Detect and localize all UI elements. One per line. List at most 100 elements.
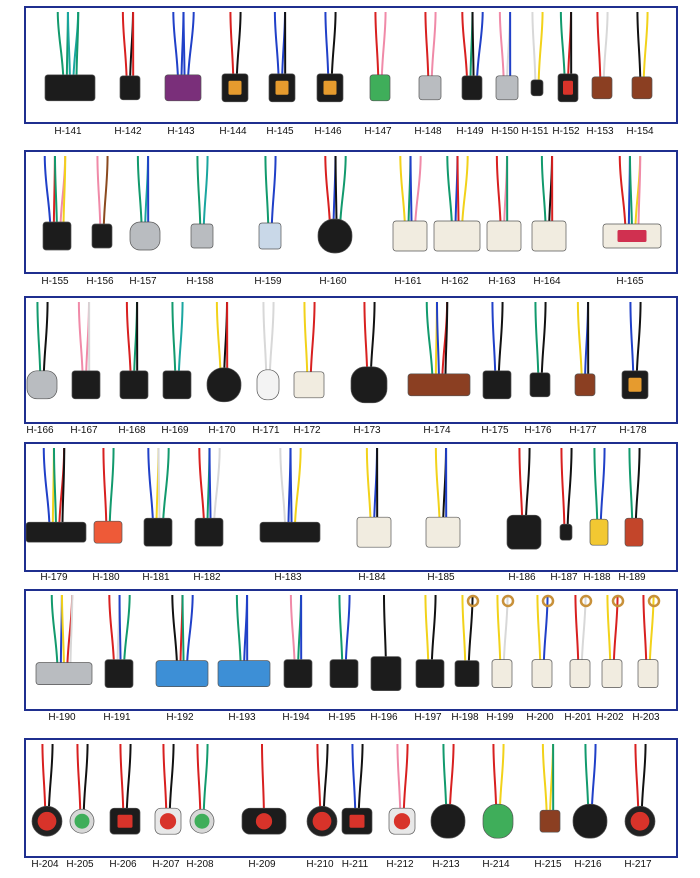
- connector-body: [589, 518, 609, 546]
- connector-h-162: [433, 155, 481, 252]
- part-code-label: H-196: [370, 712, 398, 723]
- part-code-label: H-204: [31, 859, 59, 870]
- connector-h-154: [631, 11, 653, 100]
- connector-body: [482, 370, 512, 400]
- connector-body: [190, 223, 214, 249]
- part-code-label: H-189: [618, 572, 646, 583]
- connector-body: [91, 223, 113, 249]
- connector-h-161: [392, 155, 428, 252]
- wire: [540, 301, 547, 385]
- part-code-label: H-163: [488, 276, 516, 287]
- connector-h-172: [293, 301, 325, 399]
- connector-body: [306, 805, 338, 837]
- connector-h-213: [430, 743, 466, 839]
- part-code-label: H-152: [552, 126, 580, 137]
- connector-body: [317, 218, 353, 254]
- part-code-label: H-205: [66, 859, 94, 870]
- connector-body: [495, 75, 519, 101]
- part-code-label: H-154: [626, 126, 654, 137]
- wire: [531, 11, 537, 88]
- connector-h-208: [189, 743, 215, 834]
- part-code-label: H-149: [456, 126, 484, 137]
- connector-body: [293, 371, 325, 399]
- connector-body: [637, 659, 659, 688]
- connector-body: [71, 370, 101, 400]
- connector-h-186: [506, 447, 542, 550]
- connector-body: [418, 75, 442, 101]
- connector-illustrations-row-1: [44, 11, 653, 103]
- connector-body: [572, 803, 608, 839]
- connector-h-199: [491, 594, 515, 688]
- part-code-label: H-183: [274, 572, 302, 583]
- connector-body: [531, 659, 553, 688]
- connector-h-191: [104, 594, 134, 688]
- part-code-label: H-164: [533, 276, 561, 287]
- connector-illustrations-row-4: [26, 447, 644, 550]
- connector-h-156: [91, 155, 113, 249]
- connector-h-204: [31, 743, 63, 837]
- connector-body: [283, 659, 313, 688]
- wire: [602, 11, 609, 88]
- connector-h-157: [129, 155, 161, 251]
- part-code-label: H-190: [48, 712, 76, 723]
- connector-body: [341, 807, 373, 835]
- connector-h-167: [71, 301, 101, 400]
- wire: [293, 447, 302, 533]
- ring-terminal: [647, 594, 661, 608]
- connector-body: [491, 659, 513, 688]
- part-code-label: H-199: [486, 712, 514, 723]
- connector-body: [370, 656, 402, 691]
- part-code-label: H-195: [328, 712, 356, 723]
- connector-body: [241, 807, 287, 835]
- connector-body: [486, 220, 522, 252]
- part-code-label: H-161: [394, 276, 422, 287]
- connector-h-180: [93, 447, 123, 544]
- connector-h-196: [370, 594, 402, 691]
- wire: [50, 594, 59, 674]
- connector-h-163: [486, 155, 522, 252]
- connector-h-211: [341, 743, 373, 835]
- connector-body: [454, 660, 480, 687]
- wire: [61, 594, 65, 674]
- connector-h-206: [109, 743, 141, 835]
- connector-body: [529, 372, 551, 398]
- part-code-label: H-143: [167, 126, 195, 137]
- part-code-label: H-178: [619, 425, 647, 436]
- connector-h-192: [155, 594, 209, 687]
- wire: [69, 594, 74, 674]
- connector-body: [42, 221, 72, 251]
- connector-body: [506, 514, 542, 550]
- connector-body: [631, 76, 653, 100]
- connector-h-207: [154, 743, 182, 835]
- part-code-label: H-213: [432, 859, 460, 870]
- wire: [534, 301, 540, 385]
- part-code-label: H-211: [341, 859, 369, 870]
- connector-body: [621, 370, 649, 400]
- part-code-label: H-180: [92, 572, 120, 583]
- catalog-panel-row-2: [24, 150, 678, 274]
- connector-h-158: [190, 155, 214, 249]
- connector-body: [624, 517, 644, 547]
- part-code-label: H-146: [314, 126, 342, 137]
- connector-h-217: [624, 743, 656, 837]
- wire: [541, 743, 548, 822]
- part-code-label: H-159: [254, 276, 282, 287]
- connector-body: [388, 807, 416, 835]
- connector-body: [217, 660, 271, 687]
- ring-terminal: [579, 594, 593, 608]
- connector-h-177: [574, 301, 596, 397]
- connector-body: [574, 373, 596, 397]
- connector-body: [316, 73, 344, 103]
- connector-body: [433, 220, 481, 252]
- connector-h-160: [317, 155, 353, 254]
- connector-h-171: [256, 301, 280, 401]
- connector-body: [259, 521, 321, 543]
- part-code-label: H-182: [193, 572, 221, 583]
- part-code-label: H-175: [481, 425, 509, 436]
- part-code-label: H-158: [186, 276, 214, 287]
- catalog-panel-row-5: [24, 589, 678, 711]
- connector-body: [268, 73, 296, 103]
- connector-h-165: [602, 155, 662, 249]
- connector-h-149: [461, 11, 484, 101]
- connector-body: [461, 75, 483, 101]
